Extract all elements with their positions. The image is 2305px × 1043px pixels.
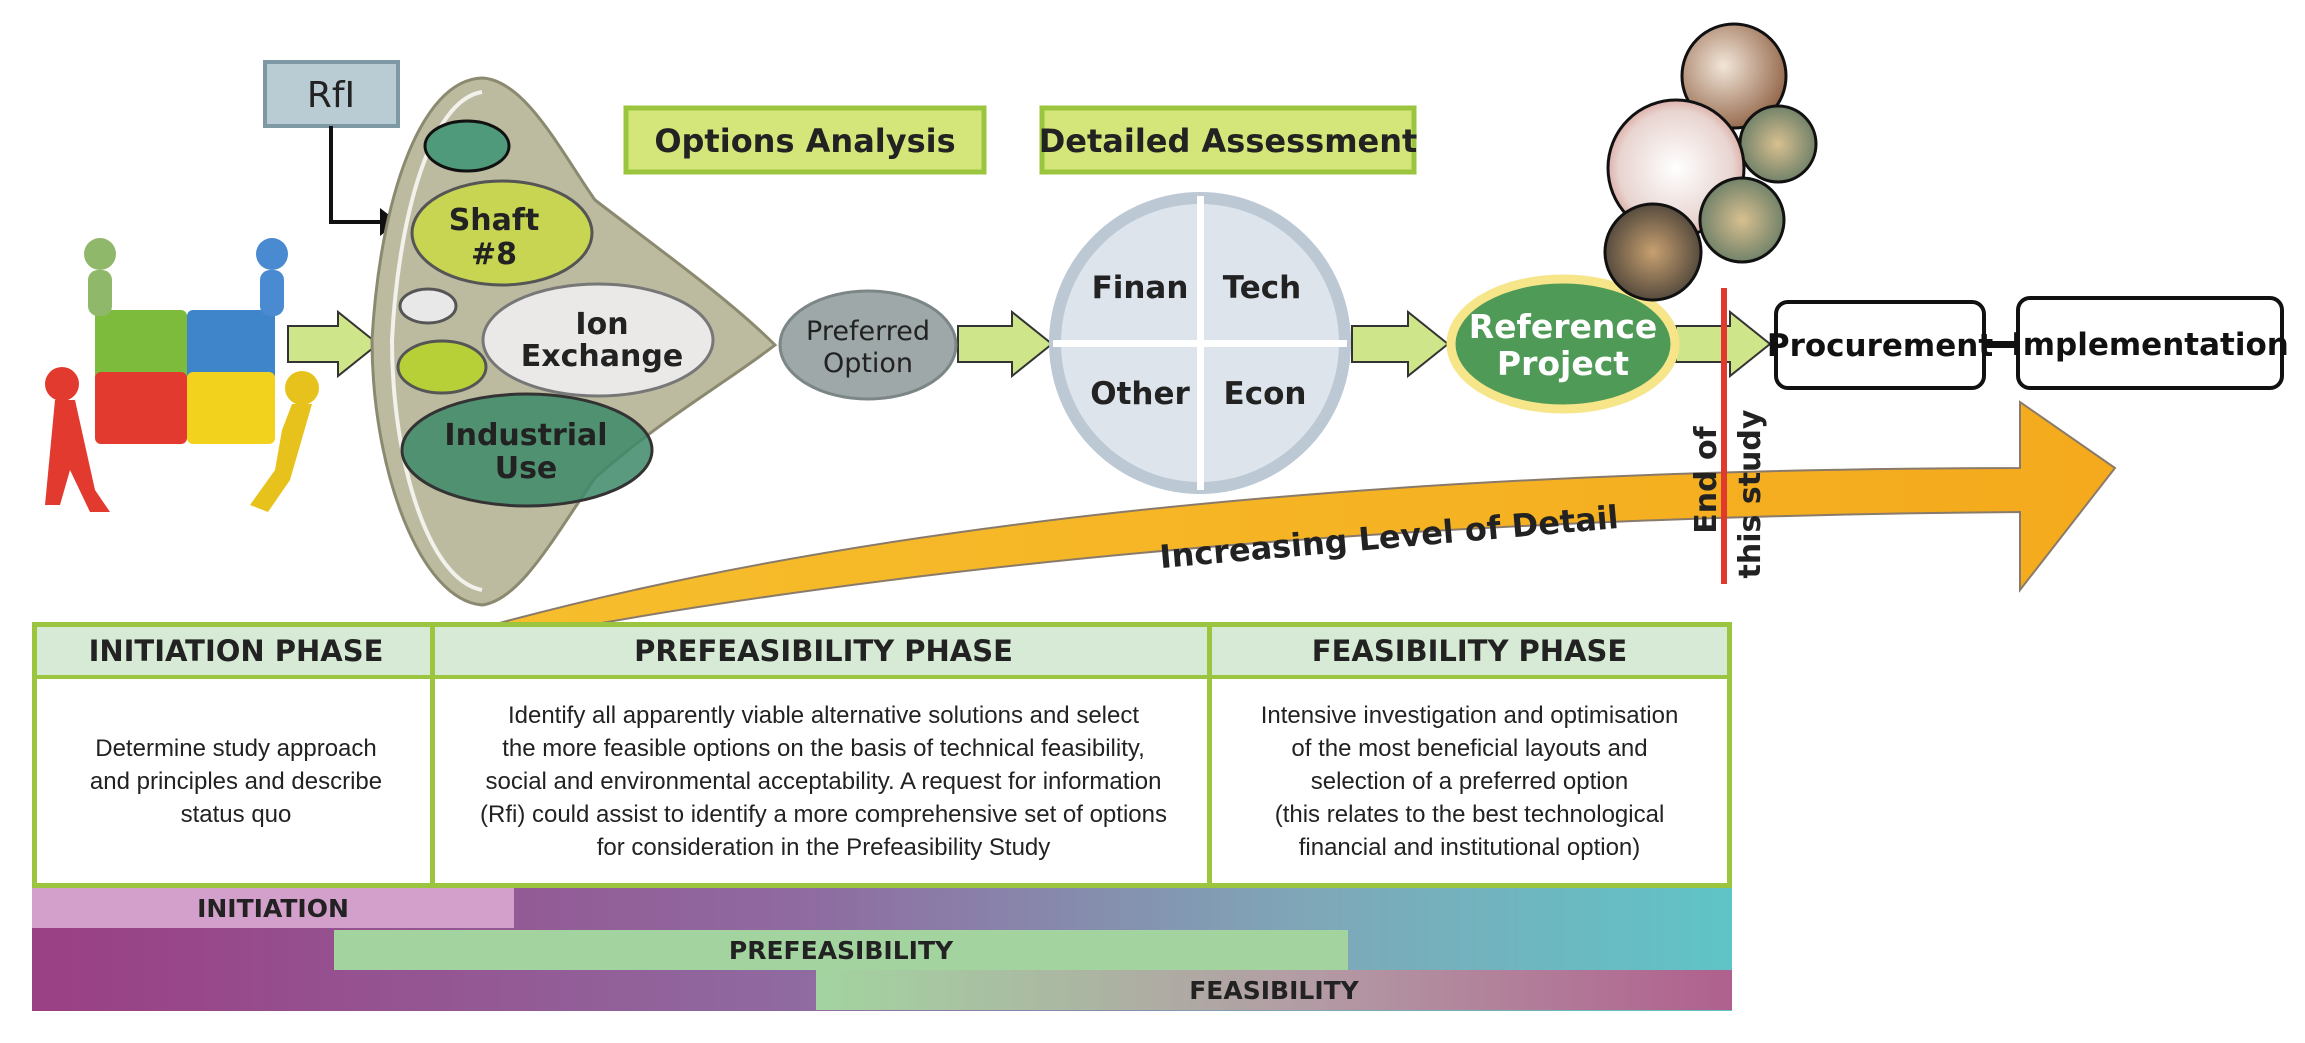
feasibility-line-5: financial and institutional option) bbox=[1298, 833, 1641, 861]
quadrant-econ: Econ bbox=[1224, 376, 1307, 412]
arrow-assess-to-reference bbox=[1351, 309, 1450, 379]
feasibility-phase-column: FEASIBILITY PHASE Intensive investigatio… bbox=[1212, 627, 1727, 883]
end-of-study-label-1: End of bbox=[1689, 425, 1724, 533]
detailed-assessment-label: Detailed Assessment bbox=[1039, 122, 1418, 160]
implementation-box bbox=[2016, 296, 2284, 390]
prefeasibility-line-2: the more feasible options on the basis o… bbox=[502, 734, 1145, 762]
timeline-prefeasibility-bar: PREFEASIBILITY bbox=[334, 930, 1348, 970]
funnel-top-ellipse bbox=[423, 119, 511, 173]
industrial-label-2: Use bbox=[495, 451, 558, 486]
initiation-phase-column: INITIATION PHASE Determine study approac… bbox=[37, 627, 435, 883]
shaft-ellipse bbox=[410, 179, 594, 287]
preferred-label-2: Option bbox=[823, 348, 913, 379]
rfi-label: RfI bbox=[307, 75, 355, 116]
increasing-detail-arrow bbox=[309, 400, 2117, 683]
connector-line bbox=[1984, 341, 2018, 348]
feasibility-line-3: selection of a preferred option bbox=[1310, 767, 1629, 795]
initiation-line-2: and principles and describe bbox=[89, 767, 383, 795]
team-puzzle-icon bbox=[45, 238, 319, 512]
column-divider bbox=[1207, 627, 1212, 883]
arrow-team-to-funnel bbox=[287, 309, 380, 379]
quadrant-other: Other bbox=[1090, 376, 1190, 412]
rfi-connector bbox=[329, 126, 380, 224]
quadrant-tech: Tech bbox=[1223, 270, 1302, 306]
feasibility-line-4: (this relates to the best technological bbox=[1274, 800, 1665, 828]
ion-exchange-ellipse bbox=[481, 282, 715, 398]
options-analysis-label: Options Analysis bbox=[654, 122, 955, 160]
prefeasibility-phase-title: PREFEASIBILITY PHASE bbox=[435, 627, 1212, 679]
prefeasibility-line-4: (Rfi) could assist to identify a more co… bbox=[480, 800, 1167, 828]
preferred-label-1: Preferred bbox=[806, 316, 930, 347]
end-of-study-label-2: this study bbox=[1733, 409, 1768, 578]
feasibility-phase-title: FEASIBILITY PHASE bbox=[1212, 627, 1727, 679]
industrial-label-1: Industrial bbox=[444, 418, 607, 453]
preferred-option-ellipse bbox=[778, 289, 958, 401]
shaft-label-2: #8 bbox=[471, 237, 517, 272]
end-of-study-line bbox=[1721, 288, 1727, 584]
phase-timeline: INITIATION PREFEASIBILITY FEASIBILITY bbox=[32, 888, 1732, 1011]
prefeasibility-line-3: social and environmental acceptability. … bbox=[485, 767, 1162, 795]
feasibility-line-1: Intensive investigation and optimisation bbox=[1260, 701, 1679, 729]
reference-label-2: Project bbox=[1497, 344, 1629, 383]
initiation-line-3: status quo bbox=[180, 800, 292, 828]
prefeasibility-phase-description: Identify all apparently viable alternati… bbox=[435, 679, 1212, 883]
small-green-ellipse bbox=[396, 339, 488, 395]
shaft-label-1: Shaft bbox=[449, 203, 540, 238]
reference-label-1: Reference bbox=[1469, 307, 1658, 346]
prefeasibility-line-5: for consideration in the Prefeasibility … bbox=[596, 833, 1051, 861]
arrow-preferred-to-assess bbox=[957, 309, 1054, 379]
initiation-phase-title: INITIATION PHASE bbox=[37, 627, 435, 679]
ion-label-2: Exchange bbox=[521, 339, 683, 374]
reference-project-ellipse bbox=[1446, 274, 1680, 414]
initiation-phase-description: Determine study approach and principles … bbox=[37, 679, 435, 883]
detailed-assessment-box bbox=[1039, 105, 1417, 175]
ion-label-1: Ion bbox=[575, 307, 628, 342]
column-divider bbox=[430, 627, 435, 883]
quadrant-finan: Finan bbox=[1092, 270, 1189, 306]
phase-table: INITIATION PHASE Determine study approac… bbox=[32, 622, 1732, 888]
options-analysis-box bbox=[623, 105, 987, 175]
feasibility-phase-description: Intensive investigation and optimisation… bbox=[1212, 679, 1727, 883]
industrial-use-ellipse bbox=[400, 392, 654, 508]
implementation-label: Implementation bbox=[2011, 327, 2289, 363]
timeline-feasibility-bar: FEASIBILITY bbox=[816, 970, 1732, 1010]
feasibility-line-2: of the most beneficial layouts and bbox=[1291, 734, 1648, 762]
timeline-initiation-bar: INITIATION bbox=[32, 888, 514, 928]
small-white-ellipse bbox=[398, 287, 458, 325]
initiation-line-1: Determine study approach bbox=[95, 734, 377, 762]
prefeasibility-line-1: Identify all apparently viable alternati… bbox=[507, 701, 1140, 729]
procurement-label: Procurement bbox=[1767, 328, 1993, 364]
photo-collage-icon bbox=[1603, 22, 1818, 302]
prefeasibility-phase-column: PREFEASIBILITY PHASE Identify all appare… bbox=[435, 627, 1212, 883]
